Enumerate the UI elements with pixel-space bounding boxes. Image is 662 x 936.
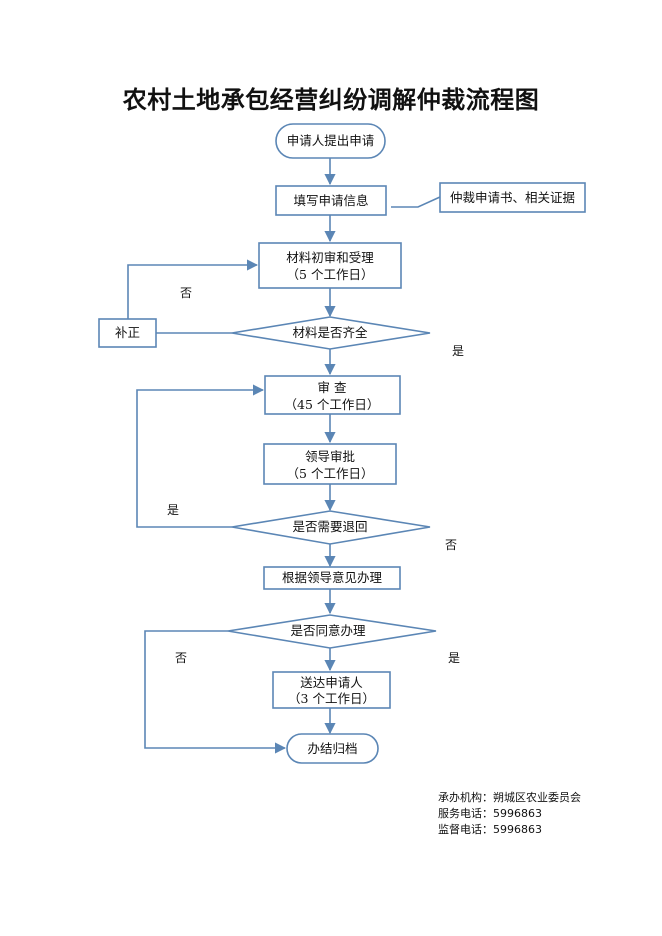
node-supplement-label: 补正 <box>115 325 140 340</box>
node-handle: 根据领导意见办理 <box>263 566 401 590</box>
node-agree-check: 是否同意办理 <box>227 614 437 649</box>
page-title: 农村土地承包经营纠纷调解仲裁流程图 <box>122 85 540 114</box>
edge-label-no-2: 否 <box>445 538 457 552</box>
footer-info: 承办机构：朔城区农业委员会 服务电话：5996863 监督电话：5996863 <box>438 790 581 838</box>
edge-label-yes-2: 是 <box>167 503 179 517</box>
node-agree-check-label: 是否同意办理 <box>290 623 366 638</box>
node-approval: 领导审批 （5 个工作日） <box>263 443 397 485</box>
node-approval-line1: 领导审批 <box>305 449 355 464</box>
node-audit: 审 查 （45 个工作日） <box>264 375 401 415</box>
node-archive: 办结归档 <box>286 733 379 764</box>
node-initial-review: 材料初审和受理 （5 个工作日） <box>258 242 402 289</box>
node-fill-info: 填写申请信息 <box>275 185 387 216</box>
node-archive-label: 办结归档 <box>307 741 357 756</box>
arrow-return-back <box>136 384 265 528</box>
node-docs-note: 仲裁申请书、相关证据 <box>439 182 586 213</box>
note-pointer <box>391 196 441 208</box>
node-audit-line2: （45 个工作日） <box>285 397 380 412</box>
node-deliver: 送达申请人 （3 个工作日） <box>272 671 391 709</box>
node-initial-review-line2: （5 个工作日） <box>287 267 374 282</box>
footer-org: 承办机构：朔城区农业委员会 <box>438 791 581 804</box>
node-start-label: 申请人提出申请 <box>287 133 375 148</box>
node-supplement: 补正 <box>98 318 157 348</box>
node-complete-check: 材料是否齐全 <box>231 316 431 350</box>
node-audit-line1: 审 查 <box>318 380 347 395</box>
footer-supervise-phone: 监督电话：5996863 <box>438 823 542 836</box>
connectors <box>127 158 441 754</box>
node-complete-check-label: 材料是否齐全 <box>292 325 368 340</box>
node-deliver-line2: （3 个工作日） <box>288 691 375 706</box>
edge-label-yes-3: 是 <box>448 651 460 665</box>
edge-label-no-3: 否 <box>175 651 187 665</box>
node-initial-review-line1: 材料初审和受理 <box>286 250 374 265</box>
node-docs-note-label: 仲裁申请书、相关证据 <box>450 190 575 205</box>
node-start: 申请人提出申请 <box>275 123 386 159</box>
arrow-supplement-back <box>127 259 259 319</box>
footer-service-phone: 服务电话：5996863 <box>438 807 542 820</box>
arrow-agree-no-to-archive <box>144 630 287 754</box>
node-return-check: 是否需要退回 <box>231 510 431 545</box>
node-fill-info-label: 填写申请信息 <box>293 193 368 208</box>
node-deliver-line1: 送达申请人 <box>300 675 363 690</box>
edge-label-no-1: 否 <box>180 286 192 300</box>
edge-label-yes-1: 是 <box>452 344 464 358</box>
node-approval-line2: （5 个工作日） <box>287 466 374 481</box>
node-return-check-label: 是否需要退回 <box>292 519 367 534</box>
node-handle-label: 根据领导意见办理 <box>282 570 383 585</box>
